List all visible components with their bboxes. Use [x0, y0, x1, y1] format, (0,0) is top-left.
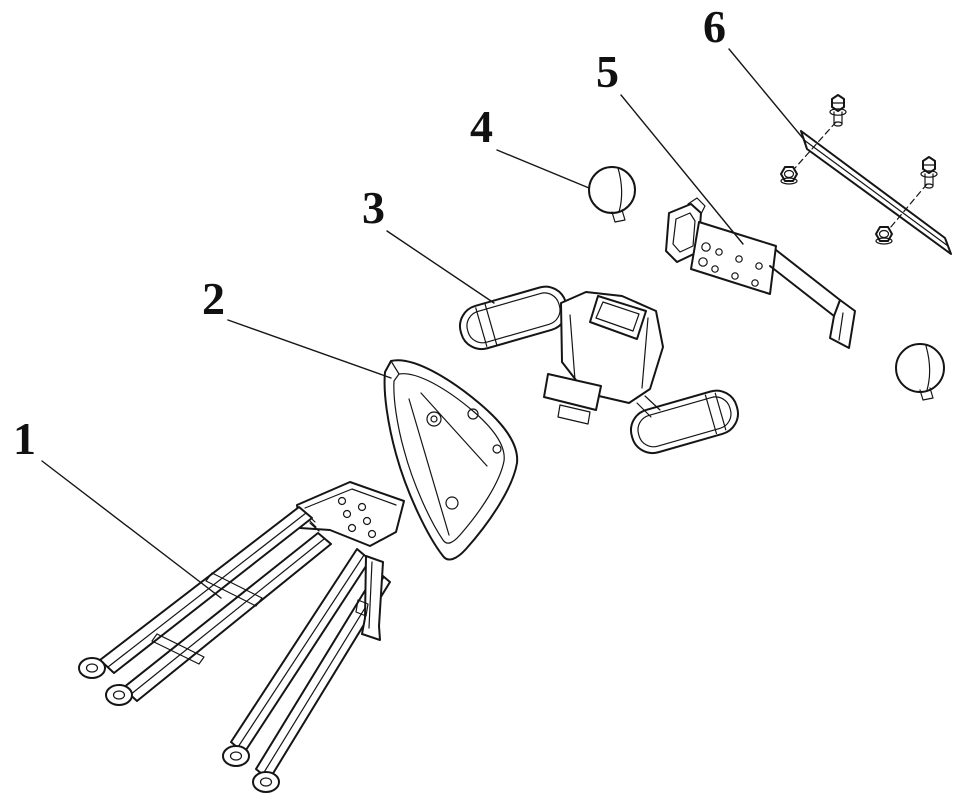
part-round-cap-right: [896, 344, 944, 400]
part-label-1: 1: [13, 413, 36, 464]
part-label-5: 5: [596, 46, 619, 97]
part-round-cap-left: [589, 167, 635, 222]
part-mounting-bracket: [666, 198, 855, 348]
nut-icon: [781, 167, 797, 184]
nut-icon: [876, 227, 892, 244]
bolt-icon: [830, 95, 846, 126]
part-frame-subassembly: [79, 482, 404, 792]
bolt-icon: [921, 157, 937, 188]
part-label-3: 3: [362, 182, 385, 233]
part-label-4: 4: [470, 101, 493, 152]
part-triangular-cover-panel: [385, 360, 518, 559]
part-label-2: 2: [202, 273, 225, 324]
leader-lines: [42, 49, 806, 598]
part-center-lamp-assembly: [455, 282, 743, 458]
part-label-6: 6: [703, 1, 726, 52]
part-plate-with-fasteners: [781, 95, 951, 254]
